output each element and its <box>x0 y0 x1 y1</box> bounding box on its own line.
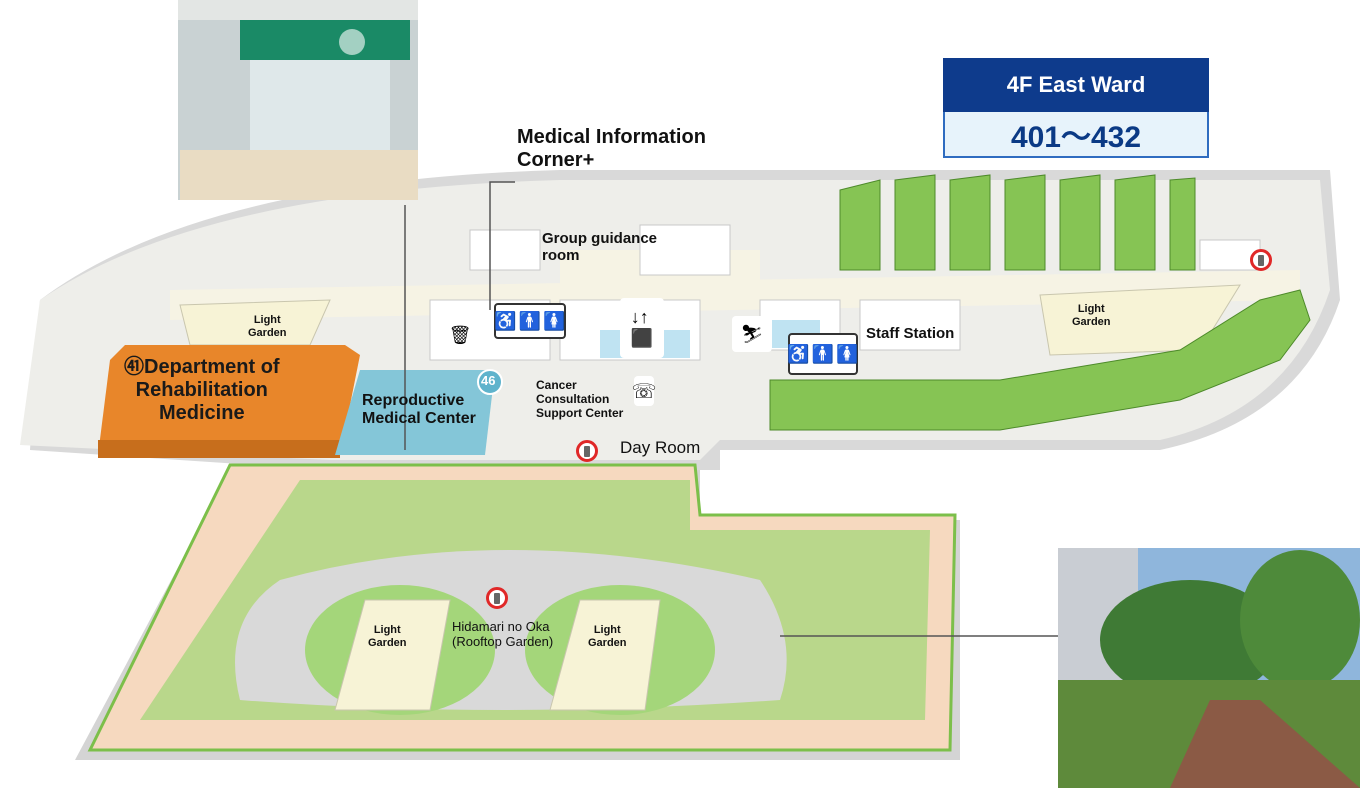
telephone-icon: ☏ <box>632 376 657 406</box>
rehab-label: ㊶Department of Rehabilitation Medicine <box>124 356 280 424</box>
ward-rooms: 401〜432 <box>943 112 1209 158</box>
public-phone-icon-3 <box>486 587 508 609</box>
ward-title: 4F East Ward <box>943 58 1209 112</box>
public-phone-icon <box>576 440 598 462</box>
rooftop-garden-label: Hidamari no Oka (Rooftop Garden) <box>452 619 554 649</box>
cancer-center-label: Cancer Consultation Support Center <box>536 378 624 420</box>
staff-station-label: Staff Station <box>866 325 955 342</box>
public-phone-icon-2 <box>1250 249 1272 271</box>
light-garden-right-label: Light Garden <box>1072 303 1111 328</box>
ward-badge: 4F East Ward 401〜432 <box>943 58 1209 158</box>
rooftop-photo <box>1058 548 1360 788</box>
day-room-label: Day Room <box>620 438 701 457</box>
reproductive-number: 46 <box>481 373 496 388</box>
light-garden-left-label: Light Garden <box>248 314 287 339</box>
light-garden-roof-right-label: Light Garden <box>588 624 627 649</box>
escalator-icon: ⛷ <box>732 316 772 352</box>
accessible-restroom-icon: ♿🚹🚺 <box>494 303 566 339</box>
reproductive-label: Reproductive Medical Center <box>362 392 476 428</box>
entrance-photo <box>178 0 418 200</box>
elevator-icon: ↓↑⬛ <box>620 298 664 358</box>
accessible-restroom-icon-2: ♿🚹🚺 <box>787 333 859 375</box>
trash-icon: 🗑 <box>438 317 482 353</box>
group-guidance-label: Group guidance room <box>542 230 658 265</box>
light-garden-roof-left-label: Light Garden <box>368 624 407 649</box>
medical-info-label: Medical Information Corner+ <box>517 126 706 171</box>
